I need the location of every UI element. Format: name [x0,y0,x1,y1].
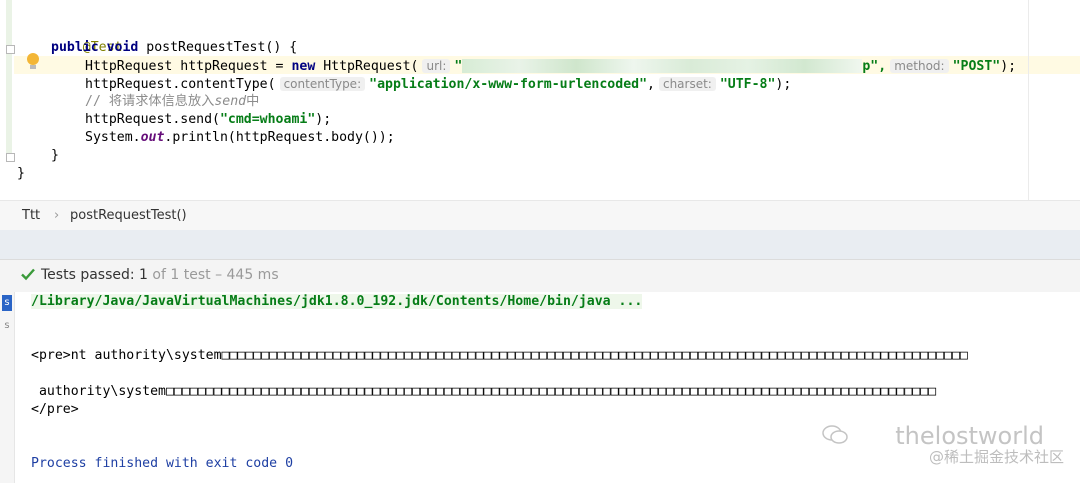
param-hint: charset: [658,77,716,91]
code-text: HttpRequest( [315,59,419,74]
param-hint: method: [890,59,949,73]
java-command-path[interactable]: /Library/Java/JavaVirtualMachines/jdk1.8… [31,294,643,309]
watermark-title: thelostworld [895,422,1044,450]
comment-text: send [214,94,247,109]
code-text: , [647,77,655,92]
fold-marker[interactable] [6,45,15,54]
code-line-4: httpRequest.contentType(contentType:"app… [85,75,791,93]
test-duration: – 445 ms [215,267,279,283]
console-line: authority\system□□□□□□□□□□□□□□□□□□□□□□□□… [31,384,937,399]
fold-marker[interactable] [6,153,15,162]
breadcrumb: Ttt › postRequestTest() [0,200,1080,231]
code-line-3: HttpRequest httpRequest = new HttpReques… [85,57,1016,75]
string-literal: "application/x-www-form-urlencoded" [369,77,648,92]
editor-gutter [6,0,12,160]
code-text: ); [315,112,332,127]
test-status-bar: Tests passed: 1 of 1 test – 445 ms [0,259,1080,293]
watermark-subtitle: @稀土掘金技术社区 [928,448,1064,466]
code-line-6: httpRequest.send("cmd=whoami"); [85,111,331,129]
code-line-7: System.out.println(httpRequest.body()); [85,129,395,147]
console-line: <pre>nt authority\system□□□□□□□□□□□□□□□□… [31,348,968,363]
console-gutter-marker[interactable]: s [4,320,10,331]
keyword: public [51,40,99,55]
console-line: </pre> [31,402,79,417]
passed-count: 1 [139,267,148,283]
string-literal: "UTF-8" [719,77,776,92]
console-gutter-marker[interactable]: s [2,295,12,311]
wechat-icon [822,425,848,444]
code-text: System. [85,130,141,145]
console-gutter: s s [0,292,15,483]
code-line-1: @Test [51,21,123,55]
code-text: ); [1000,59,1017,74]
code-line-5: // 将请求体信息放入send中 [85,93,259,111]
total-count: of 1 test [152,267,211,283]
param-hint: url: [422,59,451,73]
code-text: ); [775,77,792,92]
code-line-2: public void postRequestTest() { [51,39,297,57]
code-line-9: } [17,166,25,181]
check-icon [21,268,35,281]
keyword: void [106,40,139,55]
string-literal: " [454,59,463,74]
code-text: .println(httpRequest.body()); [164,130,395,145]
right-margin-guide [1028,0,1029,200]
comment-text: 中 [246,94,260,109]
process-exit-line: Process finished with exit code 0 [31,456,294,471]
redacted-url [462,59,863,73]
console-output[interactable]: s s /Library/Java/JavaVirtualMachines/jd… [0,292,1080,483]
comment-text: // 将请求体信息放入 [85,94,215,109]
breadcrumb-class[interactable]: Ttt [22,208,41,223]
method-signature: postRequestTest() { [138,40,298,55]
string-literal: "POST" [952,59,1001,74]
tests-passed-label: Tests passed: [41,267,135,283]
code-text: httpRequest.contentType( [85,77,276,92]
static-field: out [140,130,165,145]
string-literal: p", [862,59,887,74]
test-status-text: Tests passed: 1 of 1 test – 445 ms [41,267,279,283]
lightbulb-icon[interactable] [27,53,39,69]
keyword: new [291,59,316,74]
code-editor[interactable]: @Test public void postRequestTest() { Ht… [0,0,1080,200]
annotation-text: @Test [82,40,123,55]
code-text: httpRequest.send( [85,112,220,127]
console-line: /Library/Java/JavaVirtualMachines/jdk1.8… [31,294,643,309]
breadcrumb-method[interactable]: postRequestTest() [70,208,187,223]
code-text: HttpRequest httpRequest = [85,59,292,74]
string-literal: "cmd=whoami" [219,112,316,127]
param-hint: contentType: [279,77,366,91]
panel-divider[interactable] [0,230,1080,259]
breadcrumb-separator: › [54,208,60,223]
code-line-8: } [51,148,59,163]
